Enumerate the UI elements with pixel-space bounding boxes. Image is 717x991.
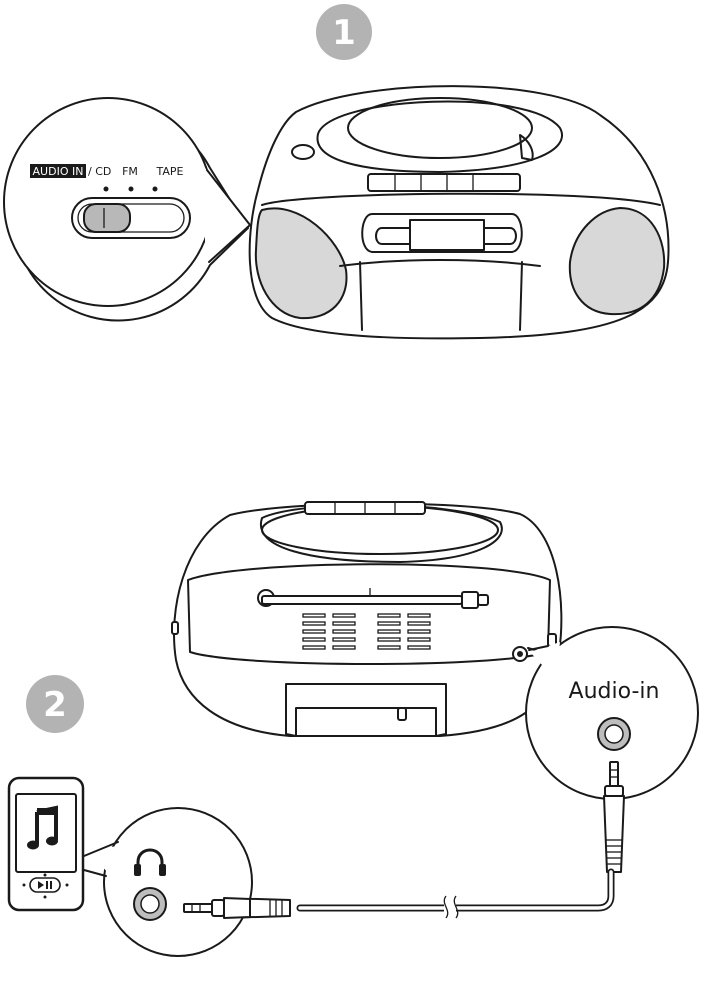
headphone-callout	[84, 808, 252, 956]
step-2-number: 2	[43, 685, 67, 725]
step-1-badge: 1	[316, 4, 372, 60]
source-selector-callout: AUDIO IN / CD FM TAPE	[4, 98, 250, 320]
boombox-rear	[172, 502, 561, 736]
step-1-number: 1	[332, 13, 356, 53]
audio-in-label: AUDIO IN	[33, 165, 84, 178]
play-pause-icon[interactable]	[30, 878, 60, 892]
source-slider-knob[interactable]	[84, 204, 130, 232]
audio-in-callout-label: Audio-in	[569, 679, 660, 704]
player-screen	[16, 794, 76, 872]
fm-label: FM	[122, 165, 138, 178]
boombox-front	[250, 86, 669, 338]
tape-label: TAPE	[156, 165, 184, 178]
cd-label: / CD	[88, 165, 111, 178]
media-player	[9, 778, 83, 910]
step-2-badge: 2	[26, 675, 84, 733]
